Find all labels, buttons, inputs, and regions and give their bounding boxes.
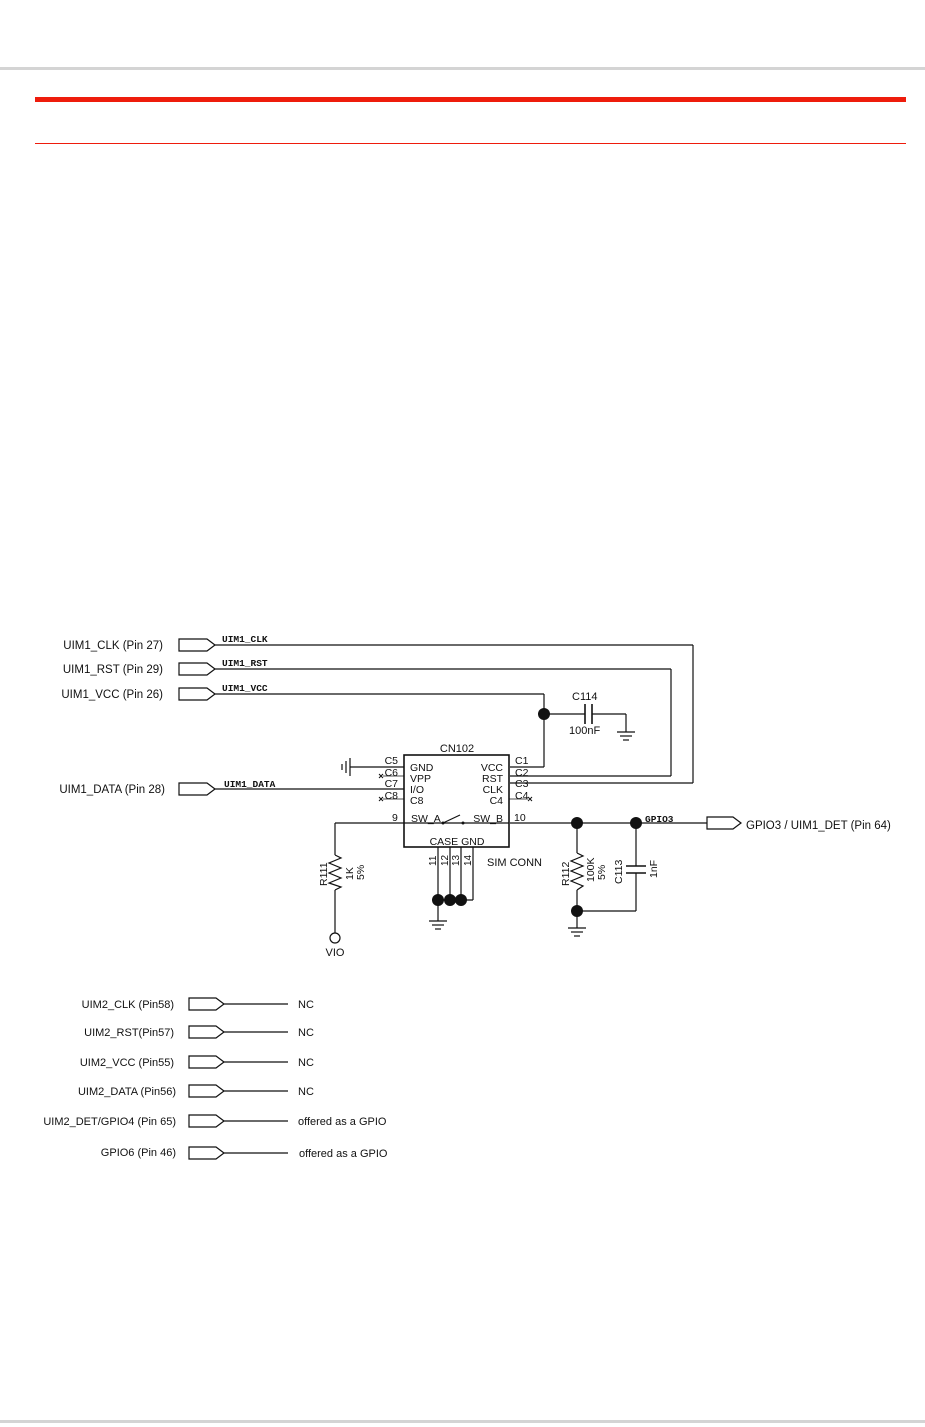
port-uim1-data bbox=[178, 782, 216, 796]
section-red-bar bbox=[35, 97, 906, 102]
r111-tol: 5% bbox=[355, 865, 367, 880]
net-uim1-clk: UIM1_CLK bbox=[222, 634, 268, 645]
port-gpio3 bbox=[706, 816, 742, 830]
uim2-note: NC bbox=[298, 1027, 314, 1039]
uim2-note: NC bbox=[298, 1057, 314, 1069]
r112-ref: R112 bbox=[560, 862, 572, 886]
uim2-label: UIM2_CLK (Pin58) bbox=[82, 999, 174, 1011]
uim1-wires bbox=[215, 644, 707, 933]
uim2-label: UIM2_VCC (Pin55) bbox=[80, 1057, 174, 1069]
pin-name-c1: VCC bbox=[481, 762, 504, 774]
uim2-note: NC bbox=[298, 1086, 314, 1098]
label-uim1-clk: UIM1_CLK (Pin 27) bbox=[63, 640, 163, 652]
pin-num-sw-b: 10 bbox=[514, 812, 526, 824]
uim2-row: UIM2_VCC (Pin55) NC bbox=[80, 1055, 314, 1069]
header-divider bbox=[0, 67, 925, 70]
uim2-section: UIM2_CLK (Pin58) NC UIM2_RST(Pin57) NC U… bbox=[43, 997, 388, 1160]
pin-num-c4: C4 bbox=[515, 790, 529, 802]
uim2-note: NC bbox=[298, 999, 314, 1011]
pin-num-c5: C5 bbox=[385, 755, 399, 767]
ground-icon bbox=[617, 731, 635, 741]
pin-num-14: 14 bbox=[463, 854, 474, 866]
r112-value: 100K bbox=[585, 857, 597, 882]
uim2-port bbox=[188, 1084, 225, 1098]
footer-divider bbox=[0, 1420, 925, 1423]
uim2-port bbox=[188, 1146, 225, 1160]
section-red-rule bbox=[35, 143, 906, 144]
r111-ref: R111 bbox=[318, 862, 330, 886]
pin-num-12: 12 bbox=[440, 854, 451, 866]
uim2-note: offered as a GPIO bbox=[298, 1116, 387, 1128]
pin-name-c4: C4 bbox=[490, 795, 504, 807]
connector-ref: CN102 bbox=[440, 743, 474, 755]
pin-name-c8: C8 bbox=[410, 795, 424, 807]
capacitor-c114 bbox=[584, 704, 593, 724]
uim2-port bbox=[188, 1025, 225, 1039]
junction-dots bbox=[432, 708, 642, 917]
uim2-note: offered as a GPIO bbox=[299, 1148, 388, 1160]
c113-ref: C113 bbox=[613, 860, 625, 884]
pin-num-c8: C8 bbox=[385, 790, 399, 802]
uim2-row: UIM2_DET/GPIO4 (Pin 65) offered as a GPI… bbox=[43, 1114, 387, 1128]
connector-type: SIM CONN bbox=[487, 857, 542, 869]
pin-num-c7: C7 bbox=[385, 778, 399, 790]
net-uim1-rst: UIM1_RST bbox=[222, 658, 268, 669]
label-uim1-data: UIM1_DATA (Pin 28) bbox=[59, 784, 165, 796]
label-gpio3-det: GPIO3 / UIM1_DET (Pin 64) bbox=[746, 820, 891, 832]
pin-name-sw-b: SW_B bbox=[473, 813, 503, 825]
net-uim1-data: UIM1_DATA bbox=[224, 779, 276, 790]
label-uim1-rst: UIM1_RST (Pin 29) bbox=[63, 664, 163, 676]
sim-connector-cn102 bbox=[403, 754, 510, 848]
pin-num-11: 11 bbox=[428, 855, 439, 866]
uim2-port bbox=[188, 1114, 225, 1128]
resistor-r111 bbox=[327, 854, 343, 891]
port-uim1-vcc bbox=[178, 687, 216, 701]
ground-icon bbox=[429, 920, 447, 930]
c114-ref: C114 bbox=[572, 691, 597, 703]
net-uim1-vcc: UIM1_VCC bbox=[222, 683, 268, 694]
pin-num-c1: C1 bbox=[515, 755, 529, 767]
pin-name-c7: I/O bbox=[410, 784, 424, 796]
uim1-ports bbox=[178, 638, 742, 830]
label-uim1-vcc: UIM1_VCC (Pin 26) bbox=[61, 689, 163, 701]
pin-name-c5: GND bbox=[410, 762, 434, 774]
uim2-port bbox=[188, 997, 225, 1011]
pin-num-sw-a: 9 bbox=[392, 812, 398, 824]
resistor-r112 bbox=[569, 852, 585, 891]
vio-label: VIO bbox=[326, 947, 345, 959]
pin-num-c3: C3 bbox=[515, 778, 529, 790]
port-uim1-rst bbox=[178, 662, 216, 676]
r111-value: 1K bbox=[344, 867, 356, 880]
c114-value: 100nF bbox=[569, 725, 600, 737]
capacitor-c113 bbox=[626, 865, 646, 874]
net-gpio3: GPIO3 bbox=[645, 814, 674, 825]
c113-value: 1nF bbox=[648, 860, 660, 878]
uim2-port bbox=[188, 1055, 225, 1069]
port-uim1-clk bbox=[178, 638, 216, 652]
uim2-row: GPIO6 (Pin 46) offered as a GPIO bbox=[101, 1146, 388, 1160]
pin-name-c3: CLK bbox=[483, 784, 503, 796]
case-gnd-label: CASE GND bbox=[430, 836, 485, 848]
pin-num-13: 13 bbox=[451, 854, 462, 866]
pin-num-c2: C2 bbox=[515, 767, 529, 779]
vio-terminal bbox=[329, 932, 341, 944]
r112-tol: 5% bbox=[596, 865, 608, 880]
uim2-label: UIM2_DET/GPIO4 (Pin 65) bbox=[43, 1116, 176, 1128]
pin-name-c6: VPP bbox=[410, 773, 431, 785]
no-connect-marks bbox=[378, 773, 533, 802]
uim2-row: UIM2_RST(Pin57) NC bbox=[84, 1025, 314, 1039]
uim2-label: GPIO6 (Pin 46) bbox=[101, 1147, 176, 1159]
pin-name-c2: RST bbox=[482, 773, 504, 785]
ground-icon bbox=[568, 927, 586, 937]
uim2-row: UIM2_DATA (Pin56) NC bbox=[78, 1084, 314, 1098]
ground-icon bbox=[341, 758, 351, 776]
uim2-row: UIM2_CLK (Pin58) NC bbox=[82, 997, 314, 1011]
pin-name-sw-a: SW_A bbox=[411, 813, 441, 825]
uim2-label: UIM2_RST(Pin57) bbox=[84, 1027, 174, 1039]
uim2-label: UIM2_DATA (Pin56) bbox=[78, 1086, 176, 1098]
